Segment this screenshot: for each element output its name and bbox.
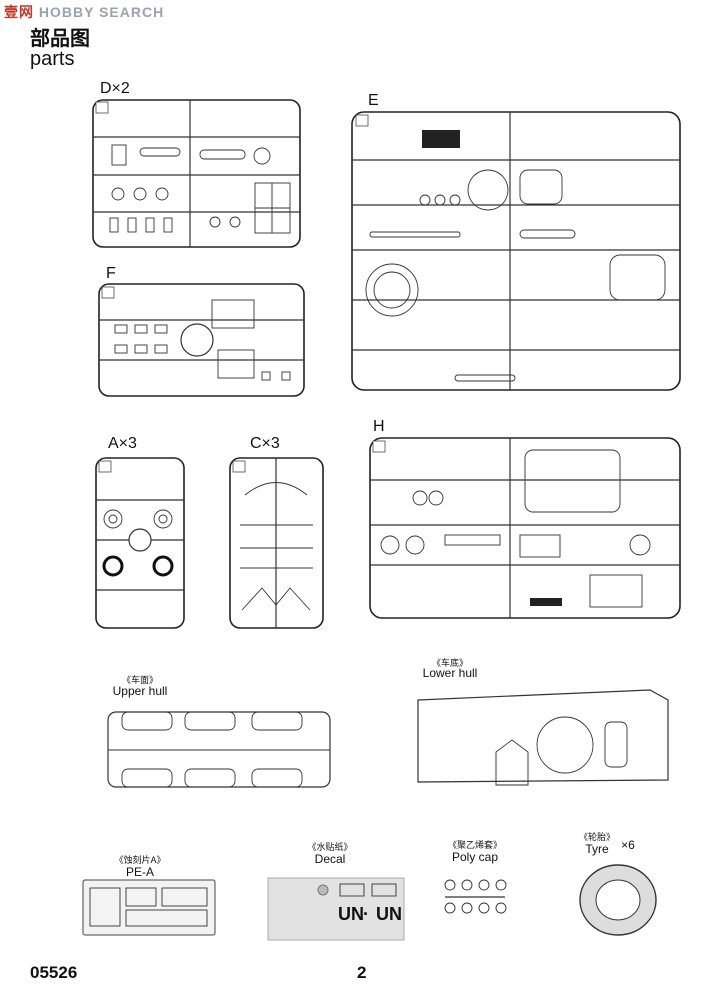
sprue-e-label: E xyxy=(368,92,379,109)
sprue-c-label: C×3 xyxy=(250,435,280,452)
decal-caption: Decal xyxy=(314,852,346,866)
upper-hull-caption-cn: 《车面》 xyxy=(121,675,158,685)
sprue-f-label: F xyxy=(106,265,116,282)
lower-hull-caption: Lower hull xyxy=(422,666,478,680)
sprue-h xyxy=(369,437,681,619)
decal-marking-2: UN xyxy=(376,904,402,924)
polycap-caption-cn: 《聚乙烯套》 xyxy=(447,840,502,850)
decal-marking-1: UN xyxy=(338,904,364,924)
tyre-drawing xyxy=(579,864,657,936)
watermark-cn: 壹网 xyxy=(4,4,34,20)
watermark: 壹网 HOBBY SEARCH xyxy=(4,2,164,22)
pe-a-caption: PE-A xyxy=(125,865,154,879)
pe-a-drawing xyxy=(82,879,216,936)
polycap-drawing xyxy=(444,879,507,914)
decal-separator: · xyxy=(363,904,369,924)
sprue-f xyxy=(98,283,305,397)
watermark-en: HOBBY SEARCH xyxy=(38,4,165,20)
tyre-quantity: ×6 xyxy=(621,838,635,852)
tyre-caption-cn: 《轮胎》 xyxy=(578,832,615,842)
tyre-caption: Tyre xyxy=(585,842,609,856)
sprue-c xyxy=(229,457,324,629)
upper-hull-caption: Upper hull xyxy=(112,684,168,698)
polycap-caption: Poly cap xyxy=(451,850,499,864)
decal-caption-cn: 《水贴纸》 xyxy=(307,842,353,852)
sprue-h-label: H xyxy=(373,418,385,435)
sprue-e xyxy=(351,111,681,391)
lower-hull-caption-cn: 《车底》 xyxy=(431,658,468,668)
page-title-cn: 部品图 xyxy=(30,28,90,50)
lower-hull-drawing xyxy=(417,689,669,786)
page-number: 2 xyxy=(357,963,367,982)
sprue-a xyxy=(95,457,185,629)
sprue-a-label: A×3 xyxy=(108,435,137,452)
decal-sheet: UN · UN xyxy=(267,877,405,941)
upper-hull-drawing xyxy=(107,711,331,788)
sprue-d xyxy=(92,99,301,248)
product-code: 05526 xyxy=(30,963,78,982)
pe-a-caption-cn: 《蚀刻片A》 xyxy=(114,855,166,865)
sprue-d-label: D×2 xyxy=(100,80,130,97)
page-title: parts xyxy=(30,48,75,70)
